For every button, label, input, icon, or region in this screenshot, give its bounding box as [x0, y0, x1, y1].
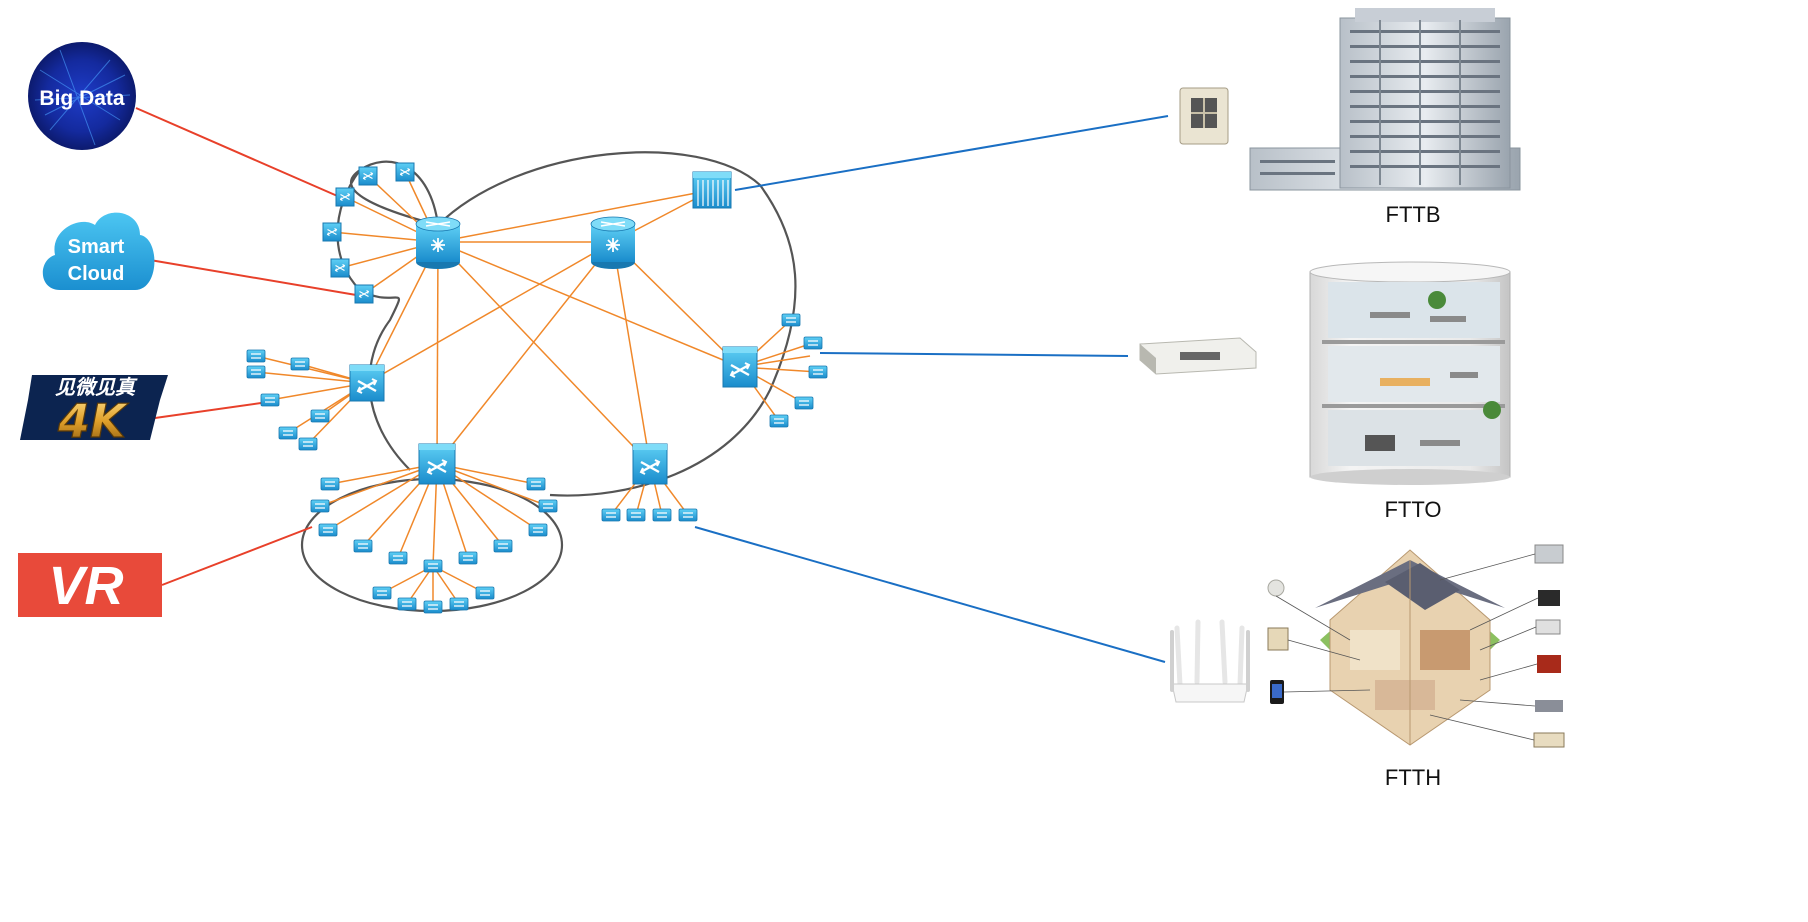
vr-label: VR — [48, 556, 123, 616]
smart-cloud-icon: Smart Cloud — [42, 212, 155, 290]
left-ring — [336, 160, 440, 471]
caption-ftth: FTTH — [1384, 765, 1442, 790]
aggregation-switch-right — [722, 346, 758, 388]
link-ftth — [694, 526, 1166, 663]
onu-device — [449, 597, 469, 611]
onu-device — [310, 499, 330, 513]
core-router-1 — [415, 216, 461, 269]
onu-device — [260, 393, 280, 407]
caption-fttb: FTTB — [1385, 202, 1441, 227]
access-switch — [354, 284, 374, 304]
onu-device — [626, 508, 646, 522]
ftto-terminal-device — [1139, 337, 1257, 375]
access-switch — [335, 187, 355, 207]
office-floors-image — [1309, 261, 1511, 485]
onu-device — [246, 365, 266, 379]
onu-device — [808, 365, 828, 379]
onu-device — [320, 477, 340, 491]
access-switch — [395, 162, 415, 182]
caption-ftto: FTTO — [1384, 497, 1442, 522]
onu-device — [526, 477, 546, 491]
onu-device — [353, 539, 373, 553]
link-big-data — [135, 107, 343, 199]
aggregation-switch-bottom — [418, 443, 456, 485]
link-fttb — [734, 115, 1169, 191]
access-links — [694, 115, 1169, 663]
big-data-icon: Big Data — [28, 42, 136, 150]
onu-device — [794, 396, 814, 410]
onu-device — [298, 437, 318, 451]
olt-chassis — [692, 171, 732, 209]
aggregation-switch-center — [632, 443, 668, 485]
onu-device — [769, 414, 789, 428]
core-ring — [437, 151, 797, 497]
onu-device — [278, 426, 298, 440]
onu-device — [538, 499, 558, 513]
smart-cloud-label-line2: Cloud — [68, 263, 125, 285]
link-vr — [161, 526, 313, 586]
big-data-label: Big Data — [39, 87, 125, 110]
onu-device — [246, 349, 266, 363]
access-switch — [322, 222, 342, 242]
access-switch — [358, 166, 378, 186]
onu-device — [803, 336, 823, 350]
smart-home-image — [1267, 544, 1565, 748]
mesh-links — [255, 171, 819, 607]
fourk-logo: 见微见真 4K — [20, 375, 168, 449]
onu-device — [781, 313, 801, 327]
fourk-subtitle: 见微见真 — [55, 375, 138, 399]
onu-device — [652, 508, 672, 522]
onu-device — [397, 597, 417, 611]
ftth-router — [1170, 619, 1250, 703]
onu-device — [310, 409, 330, 423]
onu-device — [423, 559, 443, 573]
link-smart-cloud — [149, 259, 363, 297]
onu-device — [601, 508, 621, 522]
onu-device — [475, 586, 495, 600]
onu-device — [493, 539, 513, 553]
onu-device — [678, 508, 698, 522]
fttb-terminal-box — [1179, 87, 1229, 145]
office-building-image — [1249, 8, 1521, 191]
onu-device — [290, 357, 310, 371]
core-router-2 — [590, 216, 636, 269]
smart-cloud-label-line1: Smart — [68, 236, 125, 258]
onu-device — [372, 586, 392, 600]
onu-device — [388, 551, 408, 565]
onu-device — [458, 551, 478, 565]
link-ftto — [819, 352, 1129, 357]
onu-device — [528, 523, 548, 537]
onu-device — [423, 600, 443, 614]
fourk-label: 4K — [57, 394, 129, 448]
aggregation-switch-left — [349, 364, 385, 402]
service-links — [135, 107, 363, 586]
vr-logo: VR — [18, 553, 162, 617]
onu-device — [318, 523, 338, 537]
access-switch — [330, 258, 350, 278]
link-4k — [154, 401, 269, 419]
